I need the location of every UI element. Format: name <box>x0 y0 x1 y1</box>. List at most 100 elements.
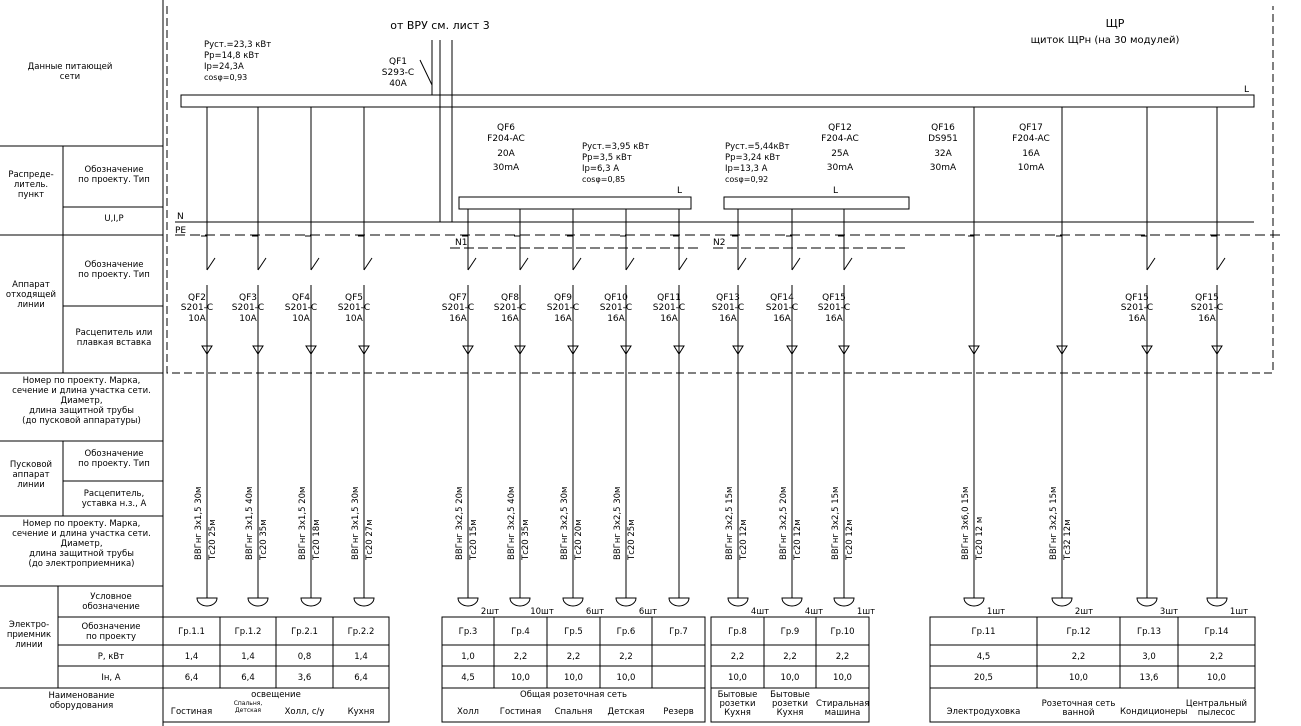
outgoing-device-label: Аппарат отходящей линии <box>5 280 57 310</box>
fuse-arrow-icon <box>968 345 980 355</box>
bus-n2-label: N2 <box>713 238 725 248</box>
breaker-rating: 16A <box>825 314 843 324</box>
group-current: 4,5 <box>461 673 475 683</box>
tube-mark: Тс20 25м <box>627 519 637 561</box>
breaker-id: QF13 <box>716 293 740 303</box>
tube-mark: Тс20 12м <box>845 519 855 561</box>
fuse-arrow-icon <box>1141 345 1153 355</box>
tube-mark: Тс20 25м <box>208 519 218 561</box>
group-current: 13,6 <box>1140 673 1159 683</box>
group-current: 10,0 <box>781 673 800 683</box>
group-number: Гр.12 <box>1066 627 1090 637</box>
breaker-rating: 16A <box>660 314 678 324</box>
power-label: P, кВт <box>97 652 125 662</box>
load-count: 6шт <box>639 607 657 617</box>
load-symbol-icon <box>963 597 985 607</box>
fuse-arrow-icon <box>786 345 798 355</box>
tube-mark: Тс32 12м <box>1063 519 1073 561</box>
group-number: Гр.3 <box>459 627 478 637</box>
starter-type-label: Обозначение по проекту. Тип <box>78 449 150 469</box>
group-number: Гр.4 <box>511 627 530 637</box>
cable-mark: ВВГнг 3х2,5 15м <box>1049 487 1059 560</box>
load-symbol-icon <box>247 597 269 607</box>
load-designation-label: Обозначение по проекту <box>81 622 141 642</box>
equipment-name: Бытовые розетки Кухня <box>717 690 758 718</box>
load-symbol-icon <box>727 597 749 607</box>
breaker-switch <box>1146 257 1156 271</box>
group-number: Гр.5 <box>564 627 583 637</box>
breaker-switch <box>257 257 267 271</box>
breaker-type: S201-C <box>494 303 526 313</box>
rcd-rating: 25A <box>831 149 849 159</box>
group-current: 10,0 <box>1207 673 1226 683</box>
group-current: 6,4 <box>185 673 199 683</box>
breaker-id: QF15 <box>1195 293 1219 303</box>
rcd-id: QF12 <box>828 123 852 133</box>
load-symbol-icon <box>300 597 322 607</box>
panel-subtitle: щиток ЩРн (на 30 модулей) <box>1030 35 1180 46</box>
load-symbol-icon <box>509 597 531 607</box>
group2-pr: Рр=3,24 кВт <box>725 153 780 163</box>
sub-bus1-l-label: L <box>677 186 682 196</box>
breaker-type: S201-C <box>712 303 744 313</box>
breaker-switch <box>467 257 477 271</box>
cable-to-load-label: Номер по проекту. Марка, сечение и длина… <box>12 519 151 569</box>
breaker-type: S201-C <box>338 303 370 313</box>
tube-mark: Тс20 18м <box>312 519 322 561</box>
group-current: 10,0 <box>728 673 747 683</box>
breaker-id: QF15 <box>1125 293 1149 303</box>
fuse-arrow-icon <box>838 345 850 355</box>
load-label: Электро- приемник линии <box>6 620 52 650</box>
breaker-type: S201-C <box>1191 303 1223 313</box>
group-power: 2,2 <box>1210 652 1224 662</box>
breaker-rating: 10A <box>292 314 310 324</box>
group-power: 0,8 <box>298 652 312 662</box>
load-symbol-icon <box>781 597 803 607</box>
group-number: Гр.1.2 <box>235 627 262 637</box>
breaker-rating: 10A <box>239 314 257 324</box>
dist-point-label: Распреде- литель. пункт <box>8 170 54 200</box>
fuse-arrow-icon <box>732 345 744 355</box>
fuse-arrow-icon <box>201 345 213 355</box>
rcd-type: DS951 <box>928 134 958 144</box>
rcd-id: QF17 <box>1019 123 1043 133</box>
breaker-rating: 16A <box>719 314 737 324</box>
rcd-id: QF6 <box>497 123 515 133</box>
rcd-leak: 30mA <box>930 163 957 173</box>
breaker-switch <box>791 257 801 271</box>
breaker-switch <box>625 257 635 271</box>
group-power: 2,2 <box>1072 652 1086 662</box>
cable-mark: ВВГнг 3х2,5 15м <box>725 487 735 560</box>
cable-mark: ВВГнг 3х2,5 20м <box>779 487 789 560</box>
rcd-type: F204-AC <box>821 134 859 144</box>
load-symbol-icon <box>1206 597 1228 607</box>
group-current: 10,0 <box>564 673 583 683</box>
bus-pe-label: PE <box>175 226 186 236</box>
group-power: 3,0 <box>1142 652 1156 662</box>
group-current: 10,0 <box>511 673 530 683</box>
group-number: Гр.10 <box>830 627 854 637</box>
rcd-qf6: QF6 F204-AC 20A 30mA <box>487 123 525 173</box>
equipment-name: Стиральная машина <box>816 699 870 718</box>
lighting-header: освещение <box>251 690 301 700</box>
breaker-type: S201-C <box>653 303 685 313</box>
rcd-leak: 30mA <box>827 163 854 173</box>
group-power: 1,0 <box>461 652 475 662</box>
cable-mark: ВВГнг 3х2,5 40м <box>507 487 517 560</box>
breaker-rating: 16A <box>449 314 467 324</box>
group2-cos: cosφ=0,92 <box>725 175 768 184</box>
breaker-switch <box>363 257 373 271</box>
load-count: 1шт <box>987 607 1005 617</box>
breaker-switch <box>737 257 747 271</box>
fuse-arrow-icon <box>462 345 474 355</box>
tube-mark: Тс20 35м <box>521 519 531 561</box>
tube-mark: Тс20 20м <box>574 519 584 561</box>
breaker-id: QF14 <box>770 293 794 303</box>
load-count: 6шт <box>586 607 604 617</box>
breaker-rating: 16A <box>554 314 572 324</box>
rcd-leak: 10mA <box>1018 163 1045 173</box>
cable-mark: ВВГнг 3х1,5 30м <box>194 487 204 560</box>
load-symbol-icon <box>833 597 855 607</box>
